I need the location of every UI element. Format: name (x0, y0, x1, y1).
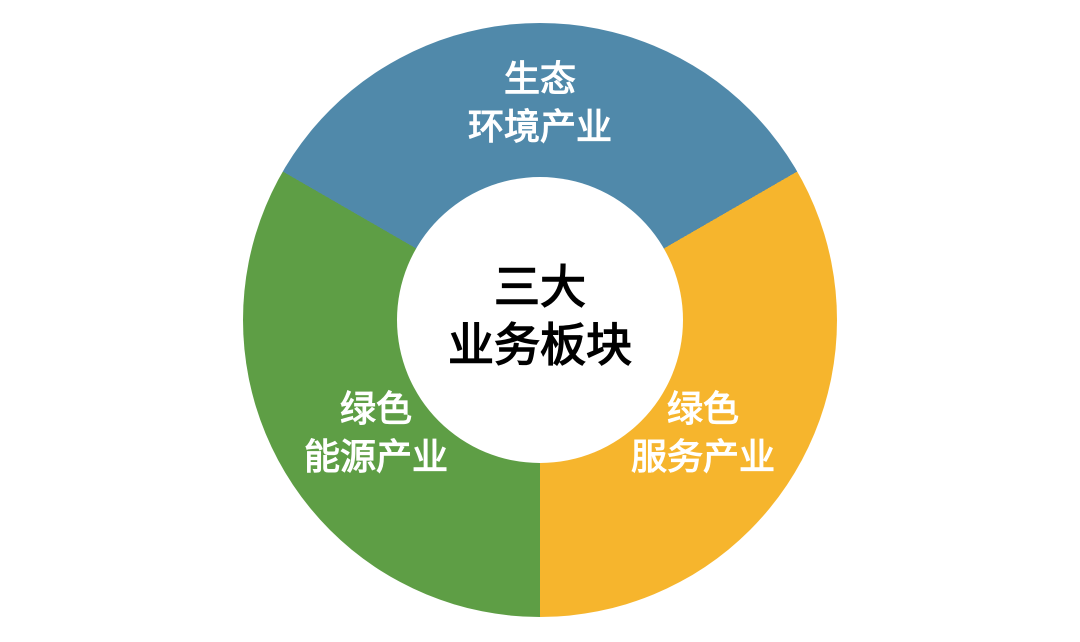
center-title-line2: 业务板块 (448, 318, 632, 372)
segment-label-line2: 能源产业 (303, 437, 449, 478)
center-title: 三大 业务板块 (448, 258, 632, 374)
segment-label-green-energy: 绿色 能源产业 (304, 386, 448, 482)
center-title-line1: 三大 (494, 260, 586, 314)
segment-label-line1: 绿色 (666, 389, 740, 430)
segment-label-green-service: 绿色 服务产业 (631, 386, 775, 482)
segment-label-line2: 环境产业 (467, 107, 613, 148)
segment-label-line1: 绿色 (339, 389, 413, 430)
segment-label-line2: 服务产业 (630, 437, 776, 478)
segment-label-line1: 生态 (503, 59, 577, 100)
center-circle (397, 177, 683, 463)
segment-label-ecology: 生态 环境产业 (468, 56, 612, 152)
